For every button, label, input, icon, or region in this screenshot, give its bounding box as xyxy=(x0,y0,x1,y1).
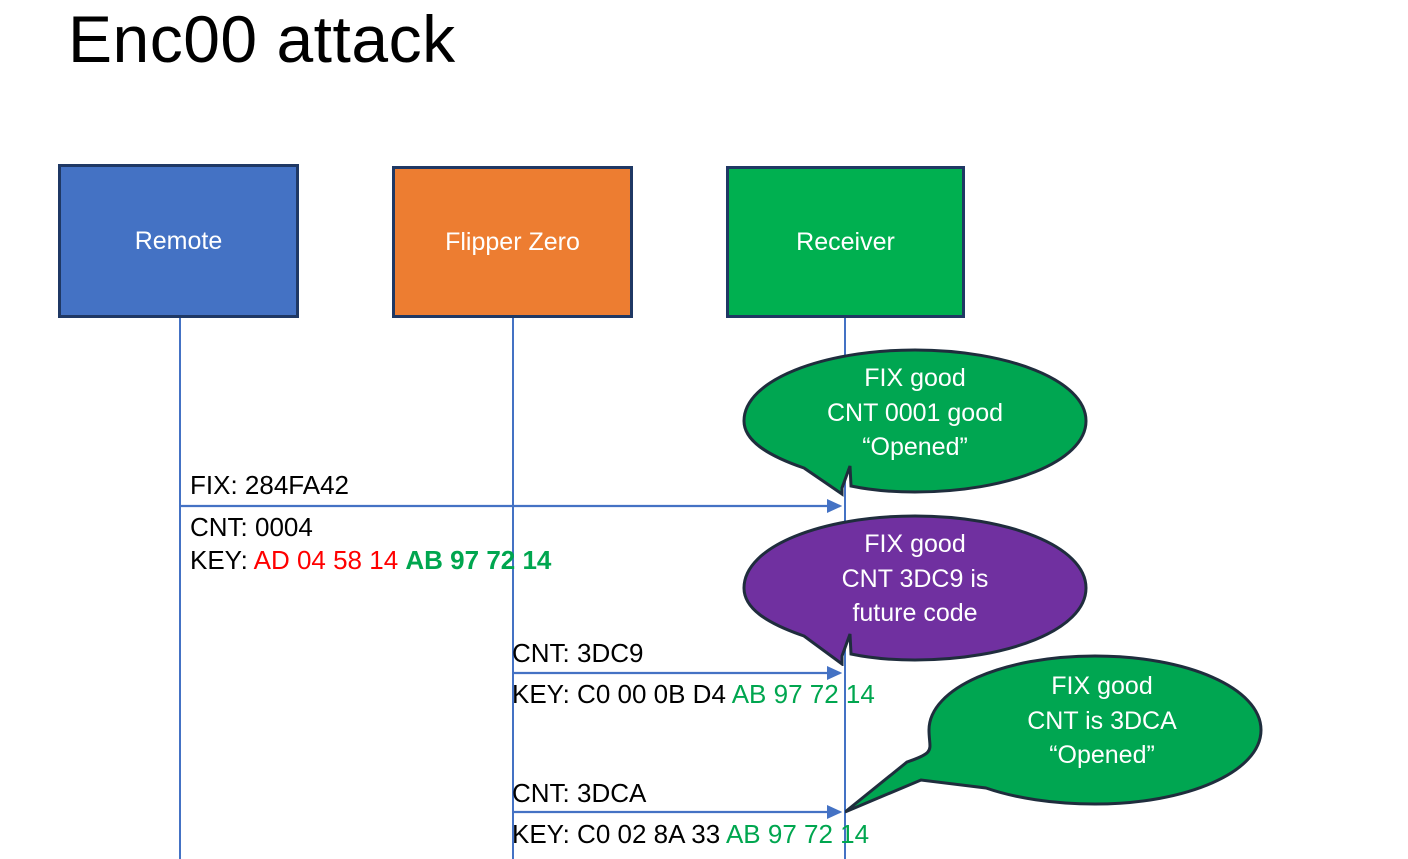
callout-receiver-response-2[interactable]: FIX good CNT 3DC9 is future code xyxy=(742,514,1088,667)
message-2-above-label: CNT: 3DC9 xyxy=(512,638,644,668)
actor-label-flipper-zero: Flipper Zero xyxy=(445,227,580,256)
message-2-key-green: AB 97 72 14 xyxy=(731,679,875,709)
message-1-key: KEY: AD 04 58 14 AB 97 72 14 xyxy=(190,544,551,577)
message-3-below-label: KEY: C0 02 8A 33 AB 97 72 14 xyxy=(512,818,869,851)
callout-shape-purple xyxy=(742,514,1088,667)
message-2-key-label: KEY: C0 00 0B D4 xyxy=(512,679,732,709)
message-3-key-green: AB 97 72 14 xyxy=(725,819,870,849)
callout-receiver-response-3[interactable]: FIX good CNT is 3DCA “Opened” xyxy=(844,654,1263,814)
message-3-key-label: KEY: C0 02 8A 33 xyxy=(512,819,726,849)
message-1-key-label: KEY: xyxy=(190,545,254,576)
lifeline-remote xyxy=(179,318,181,859)
actor-label-remote: Remote xyxy=(134,226,223,255)
callout-shape-green-2 xyxy=(844,654,1263,814)
callout-shape-green-1 xyxy=(742,348,1088,497)
message-1-above-label: FIX: 284FA42 xyxy=(190,470,349,500)
actor-box-remote[interactable]: Remote xyxy=(58,164,299,318)
message-1-key-green: AB 97 72 14 xyxy=(405,545,552,576)
message-3-above-label: CNT: 3DCA xyxy=(512,778,647,808)
actor-box-receiver[interactable]: Receiver xyxy=(726,166,965,318)
message-1-below-label: CNT: 0004 KEY: AD 04 58 14 AB 97 72 14 xyxy=(190,511,551,578)
page-title: Enc00 attack xyxy=(68,2,456,76)
actor-label-receiver: Receiver xyxy=(796,227,895,256)
callout-receiver-response-1[interactable]: FIX good CNT 0001 good “Opened” xyxy=(742,348,1088,498)
message-1-cnt: CNT: 0004 xyxy=(190,512,313,542)
lifeline-flipper-zero xyxy=(512,318,514,859)
message-2-below-label: KEY: C0 00 0B D4 AB 97 72 14 xyxy=(512,678,875,711)
message-1-key-red: AD 04 58 14 xyxy=(253,545,399,576)
actor-box-flipper-zero[interactable]: Flipper Zero xyxy=(392,166,633,318)
